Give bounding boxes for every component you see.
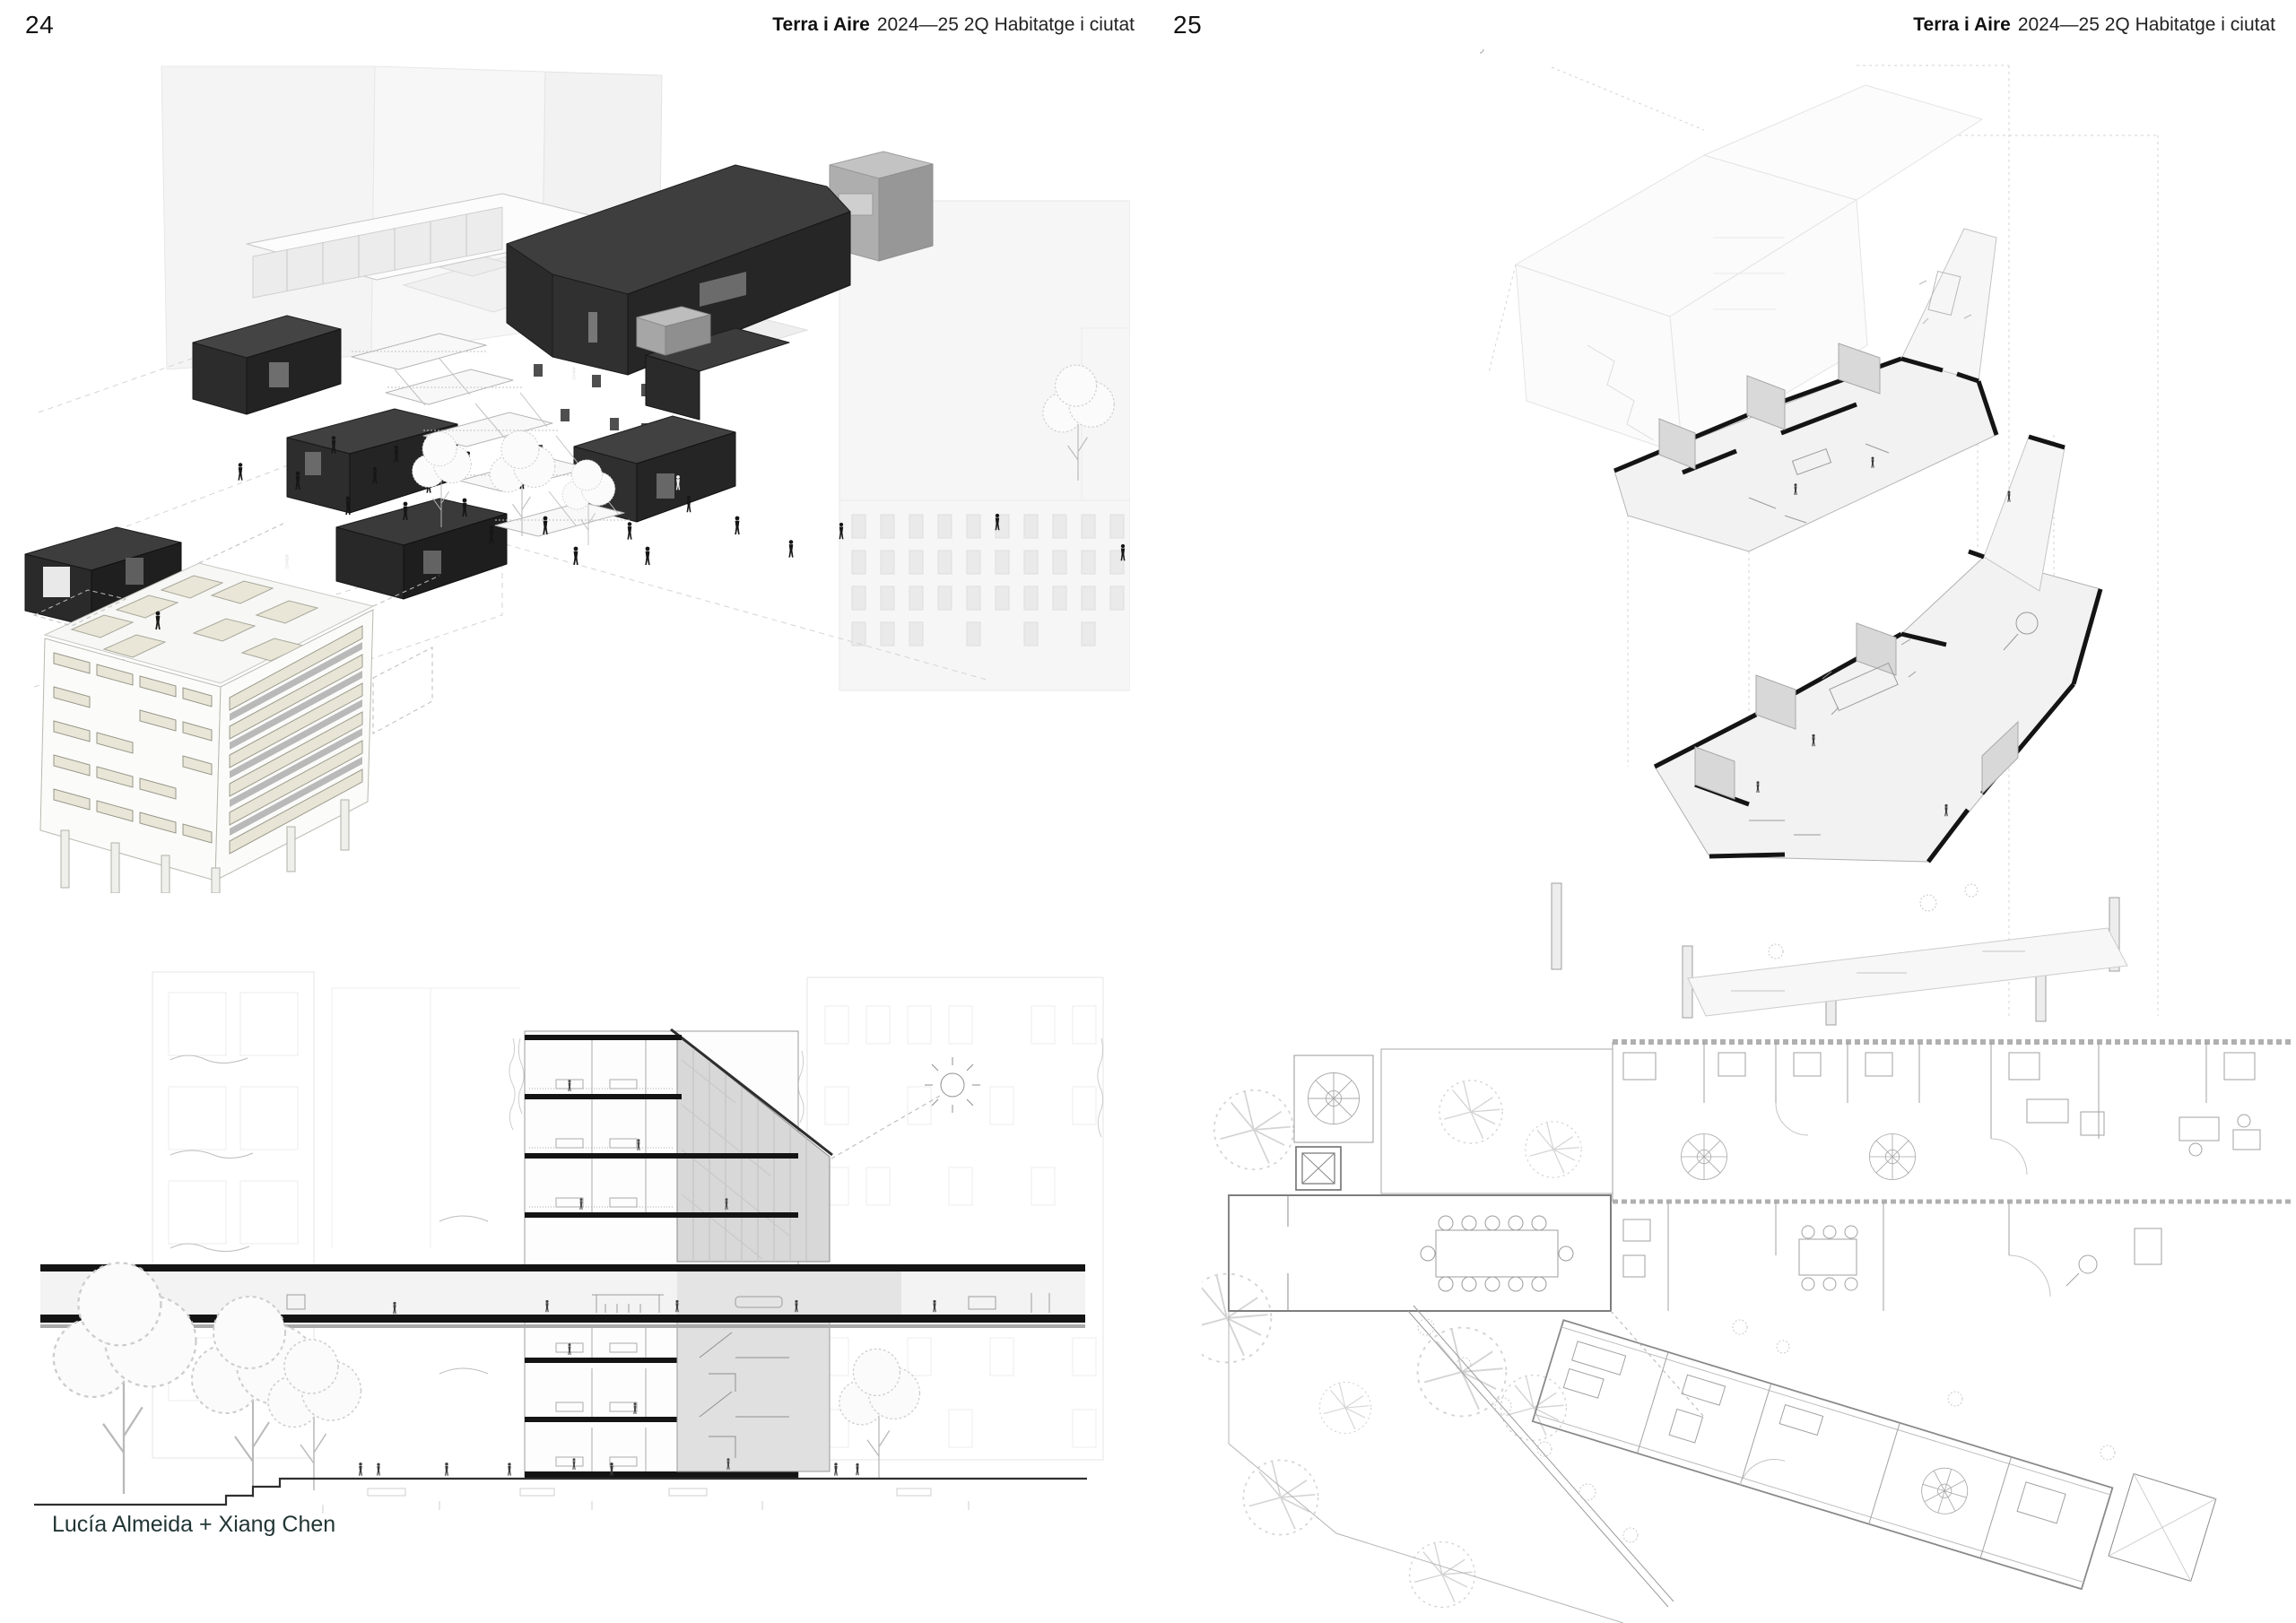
housing-module-building (24, 151, 934, 628)
issue-subtitle: 2024—25 2Q Habitatge i ciutat (876, 14, 1135, 35)
bridge-band (40, 1264, 1085, 1328)
lattice-facade-building (32, 521, 440, 893)
running-header-right: Terra i Aire 2024—25 2Q Habitatge i ciuta… (1913, 14, 2275, 36)
page-number-left: 24 (25, 11, 55, 39)
planters (170, 1055, 489, 1375)
figure-building-section (18, 952, 1121, 1533)
projection-lines (1488, 65, 2159, 1016)
plan-rooms (1228, 1039, 2294, 1623)
figure-exploded-axonometric (1480, 49, 2287, 1027)
ground-strip (1687, 927, 2128, 1017)
publication-title: Terra i Aire (1913, 14, 2011, 35)
credit-authors: Lucía Almeida + Xiang Chen (52, 1512, 336, 1537)
publication-title: Terra i Aire (772, 14, 870, 35)
context-facade-windows (839, 499, 1130, 691)
figure-floor-plan (1202, 1031, 2296, 1623)
ghost-volume (1514, 84, 1984, 456)
issue-subtitle: 2024—25 2Q Habitatge i ciutat (2017, 14, 2275, 35)
upper-floor-cutaway (1480, 49, 1999, 552)
running-header-left: Terra i Aire 2024—25 2Q Habitatge i ciuta… (772, 14, 1135, 36)
page-number-right: 25 (1173, 11, 1203, 39)
ground-line (34, 1462, 1087, 1514)
figure-axonometric-urban (18, 59, 1130, 893)
sectioned-building (524, 1028, 833, 1478)
lower-floor-cutaway (1551, 434, 2128, 1026)
site-trees (1202, 1080, 1582, 1609)
